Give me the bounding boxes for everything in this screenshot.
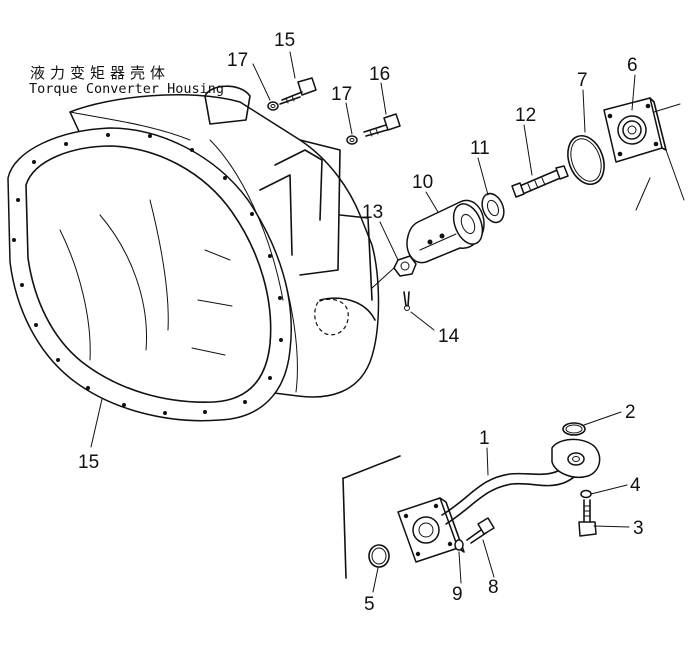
callout-5: 5 xyxy=(364,594,375,615)
callout-17-lower: 17 xyxy=(331,84,352,105)
filter-10 xyxy=(406,199,485,264)
cover-6 xyxy=(603,97,685,211)
callout-12: 12 xyxy=(515,105,536,126)
callout-17-upper: 17 xyxy=(227,50,248,71)
callout-labels: 15 17 16 17 12 7 6 11 10 13 14 15 1 2 4 … xyxy=(78,30,644,615)
title-english: Torque Converter Housing xyxy=(29,81,225,97)
washer-9 xyxy=(454,539,464,551)
seal-11 xyxy=(481,192,505,224)
bolt-16-upper xyxy=(279,77,317,105)
callout-6: 6 xyxy=(627,55,638,76)
leader-lines xyxy=(90,51,636,593)
tube-end-flange xyxy=(551,438,601,478)
callout-9: 9 xyxy=(452,584,463,605)
callout-10: 10 xyxy=(412,172,433,193)
washer-4 xyxy=(580,489,592,499)
bolt-3 xyxy=(578,499,597,537)
bolt-8 xyxy=(466,517,495,544)
callout-11: 11 xyxy=(470,138,490,159)
lower-frame-lines xyxy=(342,455,401,579)
callout-2: 2 xyxy=(625,402,636,423)
callout-1: 1 xyxy=(479,428,490,449)
callout-8: 8 xyxy=(488,577,499,598)
title-chinese: 液力变矩器壳体 xyxy=(30,64,171,82)
callout-16-upper: 15 xyxy=(274,30,295,51)
bolt-16-lower xyxy=(363,113,401,137)
callout-14: 14 xyxy=(438,326,460,347)
callout-16-lower: 16 xyxy=(369,64,390,85)
rod-12 xyxy=(511,165,569,198)
o-ring-7 xyxy=(567,134,605,186)
washer-17-lower xyxy=(346,135,358,145)
callout-3: 3 xyxy=(633,518,644,539)
o-ring-2 xyxy=(562,422,586,436)
callout-13: 13 xyxy=(362,202,383,223)
callout-15: 15 xyxy=(78,452,99,473)
washer-17-upper xyxy=(267,101,279,111)
housing-flange-gasket xyxy=(7,111,292,422)
callout-7: 7 xyxy=(577,70,588,91)
o-ring-5 xyxy=(368,544,390,568)
pin-14 xyxy=(403,291,410,311)
callout-4: 4 xyxy=(630,475,641,496)
